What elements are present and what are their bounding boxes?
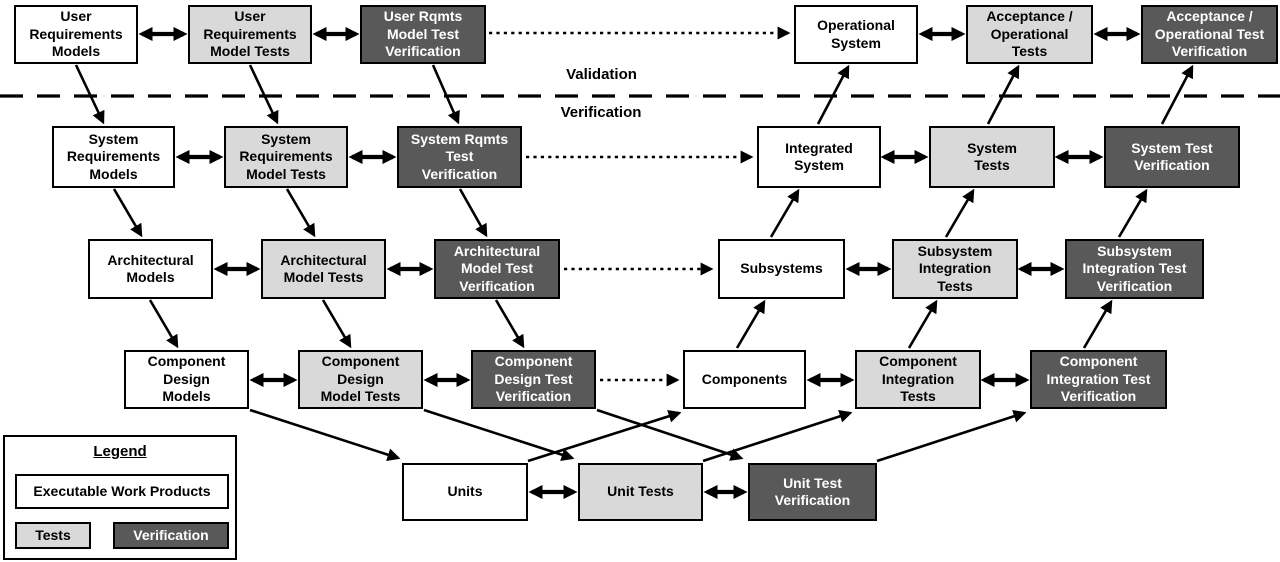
box-operational-system: Operational System: [794, 5, 918, 64]
down-arrow: [248, 64, 279, 125]
box-architectural-models: Architectural Models: [88, 239, 213, 299]
down-arrow: [112, 188, 143, 238]
down-arrow: [321, 299, 352, 349]
legend-item-executable-work-products: Executable Work Products: [15, 474, 229, 509]
down-arrow: [423, 408, 575, 461]
box-acceptance-operational-tests: Acceptance / Operational Tests: [966, 5, 1093, 64]
box-system-test-verification: System Test Verification: [1104, 126, 1240, 188]
up-arrow: [944, 188, 975, 238]
box-label: User Requirements Model Tests: [203, 8, 297, 60]
up-arrow: [876, 410, 1027, 463]
box-unit-tests: Unit Tests: [578, 463, 703, 521]
up-arrow: [986, 64, 1020, 125]
box-label: Component Design Models: [147, 353, 226, 405]
box-user-rqmts-model-test-verification: User Rqmts Model Test Verification: [360, 5, 486, 64]
box-subsystem-integration-tests: Subsystem Integration Tests: [892, 239, 1018, 299]
legend-item-verification: Verification: [113, 522, 229, 549]
box-label: System Rqmts Test Verification: [410, 130, 509, 182]
box-component-design-models: Component Design Models: [124, 350, 249, 409]
box-label: Subsystem Integration Tests: [917, 242, 993, 294]
box-label: Component Integration Tests: [879, 353, 957, 405]
down-arrow: [596, 408, 744, 461]
box-label: Architectural Models: [107, 251, 194, 286]
box-component-integration-tests: Component Integration Tests: [855, 350, 981, 409]
box-label: Architectural Model Tests: [280, 251, 367, 286]
box-label: System Requirements Models: [66, 130, 161, 182]
legend-title: Legend: [93, 443, 147, 460]
box-label: System Test Verification: [1131, 139, 1213, 174]
box-component-design-test-verification: Component Design Test Verification: [471, 350, 596, 409]
down-arrow: [148, 299, 179, 349]
box-label: Component Integration Test Verification: [1046, 353, 1151, 405]
box-label: System Tests: [967, 139, 1017, 174]
legend: Legend Executable Work Products Tests Ve…: [3, 435, 237, 560]
box-component-design-model-tests: Component Design Model Tests: [298, 350, 423, 409]
box-system-rqmts-test-verification: System Rqmts Test Verification: [397, 126, 522, 188]
box-user-requirements-model-tests: User Requirements Model Tests: [188, 5, 312, 64]
box-label: Acceptance / Operational Tests: [986, 8, 1073, 60]
box-label: Subsystems: [740, 260, 823, 277]
legend-item-label: Verification: [133, 526, 209, 543]
up-arrow: [907, 299, 938, 349]
box-label: Subsystem Integration Test Verification: [1082, 242, 1187, 294]
up-arrow: [735, 299, 766, 349]
box-units: Units: [402, 463, 528, 521]
validation-zone-label: Validation: [566, 66, 637, 83]
box-label: Component Design Model Tests: [320, 353, 401, 405]
down-arrow: [249, 408, 401, 461]
box-label: Units: [447, 483, 483, 500]
legend-item-label: Executable Work Products: [33, 482, 211, 499]
box-label: Integrated System: [785, 139, 853, 174]
up-arrow: [1160, 64, 1194, 125]
up-arrow: [1082, 299, 1113, 349]
box-acceptance-operational-test-verification: Acceptance / Operational Test Verificati…: [1141, 5, 1278, 64]
legend-item-label: Tests: [35, 526, 71, 543]
box-user-requirements-models: User Requirements Models: [14, 5, 138, 64]
legend-item-tests: Tests: [15, 522, 91, 549]
box-system-requirements-models: System Requirements Models: [52, 126, 175, 188]
box-label: Unit Test Verification: [774, 474, 851, 509]
box-label: System Requirements Model Tests: [239, 130, 333, 182]
box-subsystems: Subsystems: [718, 239, 845, 299]
down-arrow: [431, 64, 460, 125]
box-unit-test-verification: Unit Test Verification: [748, 463, 877, 521]
up-arrow: [1117, 188, 1148, 238]
box-architectural-model-test-verification: Architectural Model Test Verification: [434, 239, 560, 299]
box-components: Components: [683, 350, 806, 409]
down-arrow: [285, 188, 316, 238]
box-integrated-system: Integrated System: [757, 126, 881, 188]
box-label: Components: [701, 370, 788, 387]
verification-zone-label: Verification: [560, 104, 642, 121]
down-arrow: [494, 299, 525, 349]
up-arrow: [769, 188, 800, 238]
box-label: Architectural Model Test Verification: [453, 242, 541, 294]
box-subsystem-integration-test-verification: Subsystem Integration Test Verification: [1065, 239, 1204, 299]
box-label: Unit Tests: [607, 483, 674, 500]
up-arrow: [816, 64, 850, 125]
box-label: Operational System: [817, 17, 895, 51]
up-arrow: [702, 410, 853, 463]
down-arrow: [74, 64, 105, 125]
box-system-requirements-model-tests: System Requirements Model Tests: [224, 126, 348, 188]
box-label: User Requirements Models: [29, 8, 123, 60]
box-component-integration-test-verification: Component Integration Test Verification: [1030, 350, 1167, 409]
box-label: Acceptance / Operational Test Verificati…: [1154, 8, 1265, 60]
box-architectural-model-tests: Architectural Model Tests: [261, 239, 386, 299]
box-label: User Rqmts Model Test Verification: [383, 8, 463, 60]
box-system-tests: System Tests: [929, 126, 1055, 188]
down-arrow: [458, 188, 488, 238]
up-arrow: [527, 409, 682, 463]
box-label: Component Design Test Verification: [494, 353, 573, 405]
